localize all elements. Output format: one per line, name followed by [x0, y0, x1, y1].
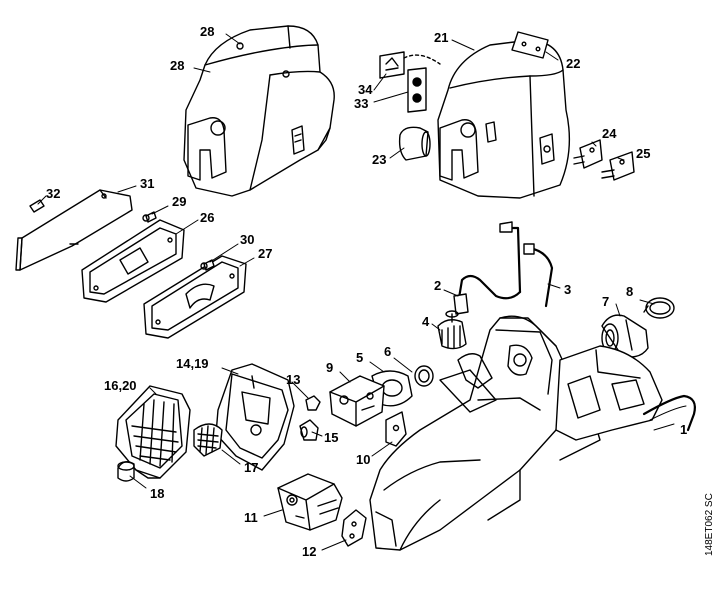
screw-28-lower: [200, 259, 215, 271]
callout-10: 10: [356, 452, 370, 467]
leader-lines: [37, 33, 675, 551]
callout-28-upper: 29: [172, 194, 186, 209]
switch-24: [573, 139, 603, 169]
callout-30: 28: [200, 24, 214, 39]
callout-26: 27: [258, 246, 272, 261]
decal-34: [379, 51, 441, 79]
callout-8: 8: [626, 284, 633, 299]
screw-28-upper: [142, 211, 157, 223]
ring-6: [414, 365, 434, 387]
callout-7: 7: [602, 294, 609, 309]
fuel-filter-4: [437, 310, 467, 350]
impulse-hose-3: [523, 243, 554, 308]
callout-9: 9: [326, 360, 333, 375]
callout-1: 1: [680, 422, 687, 437]
callout-13: 13: [286, 372, 300, 387]
plate-22: [511, 31, 549, 59]
callout-23: 23: [372, 152, 386, 167]
switch-25: [601, 151, 635, 181]
plate-31: [15, 189, 133, 271]
callout-14-19: 14,19: [176, 356, 209, 371]
plug-23: [398, 126, 431, 161]
drawing-code: 148ET062 SC: [704, 493, 715, 556]
callout-11: 11: [244, 510, 258, 525]
callout-16-20: 16,20: [104, 378, 137, 393]
callout-18: 18: [150, 486, 164, 501]
callout-28-lower: 30: [240, 232, 254, 247]
sleeve-15: [299, 419, 319, 441]
gasket-27: [81, 219, 185, 303]
callout-2: 2: [434, 278, 441, 293]
decal-33: [407, 67, 427, 113]
callout-5: 5: [356, 350, 363, 365]
callout-24: 24: [602, 126, 617, 141]
filter-cover-16-20: [115, 385, 191, 479]
tube-1: [642, 394, 696, 432]
callout-32: 32: [46, 186, 60, 201]
callout-3: 3: [564, 282, 571, 297]
callout-33: 33: [354, 96, 368, 111]
filter-base-14-19: [215, 363, 295, 471]
bracket-12: [341, 509, 367, 547]
callout-25: 25: [636, 146, 650, 161]
callout-12: 12: [302, 544, 316, 559]
callout-31: 31: [140, 176, 154, 191]
fuel-hose-2: [453, 221, 522, 315]
carburetor-9: [329, 375, 385, 427]
screw-32: [29, 199, 45, 213]
callout-29: 28: [170, 58, 184, 73]
bracket-10: [385, 411, 407, 447]
main-housing: [369, 315, 663, 551]
callout-17: 17: [244, 460, 258, 475]
shroud-right: [437, 39, 571, 199]
carburetor-11: [277, 473, 343, 531]
callout-15: 15: [324, 430, 338, 445]
shroud-left: [183, 25, 335, 197]
callout-labels: 28 28 21 22 34 33 23 24 25 32 31 29 26 3…: [46, 24, 715, 559]
knob-18: [117, 461, 135, 482]
clamp-8: [643, 297, 675, 319]
callout-21: 21: [434, 30, 448, 45]
callout-34: 34: [358, 82, 373, 97]
gasket-26: [143, 255, 247, 339]
callout-6: 6: [384, 344, 391, 359]
mesh-17: [193, 423, 223, 457]
callout-22: 22: [566, 56, 580, 71]
callout-4: 4: [422, 314, 430, 329]
nut-13: [305, 395, 321, 411]
callout-27: 26: [200, 210, 214, 225]
